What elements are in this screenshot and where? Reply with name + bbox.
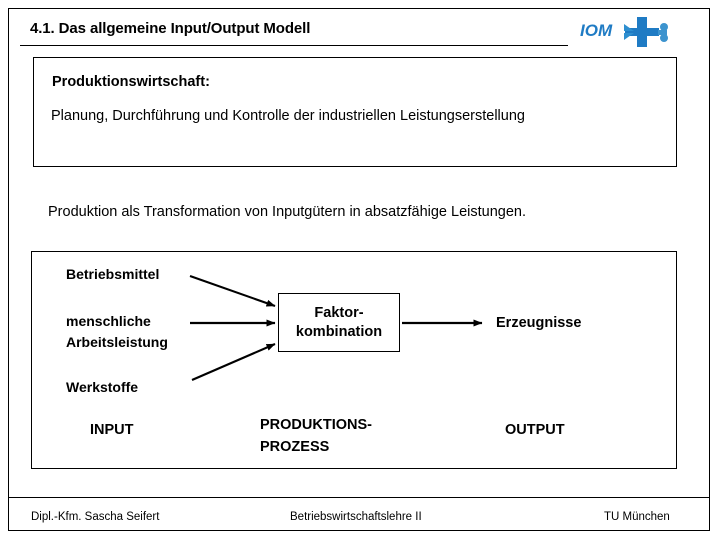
footer-course: Betriebswirtschaftslehre II (290, 511, 422, 523)
footer-organization: TU München (604, 511, 670, 523)
stage-process-line1: PRODUKTIONS- (260, 417, 372, 433)
cross-icon-dot-lower (660, 34, 668, 42)
process-box-line1: Faktor- (314, 304, 364, 321)
arrow-werkstoffe (191, 343, 276, 381)
cross-icon-wing-left (624, 24, 634, 31)
cross-icon-dot-upper (660, 23, 668, 31)
footer-author: Dipl.-Kfm. Sascha Seifert (31, 511, 160, 523)
definition-body: Planung, Durchführung und Kontrolle der … (51, 108, 525, 124)
slide-frame (8, 8, 710, 531)
iom-logo: IOM (580, 16, 684, 50)
stage-label-process: PRODUKTIONS- PROZESS (260, 414, 440, 458)
diagram-label-werkstoffe: Werkstoffe (66, 379, 139, 395)
definition-box: Produktionswirtschaft: Planung, Durchfüh… (33, 57, 677, 167)
diagram-label-menschliche: menschliche (66, 313, 151, 329)
process-box-faktorkombination: Faktor- kombination (278, 293, 400, 352)
cross-icon-wing-left-lower (624, 33, 634, 40)
logo-wordmark: IOM (580, 21, 613, 40)
cross-icon-horizontal (625, 28, 659, 36)
iom-logo-svg: IOM (580, 17, 668, 47)
page-title: 4.1. Das allgemeine Input/Output Modell (30, 20, 311, 37)
stage-label-input: INPUT (90, 422, 134, 438)
intro-paragraph: Produktion als Transformation von Inputg… (48, 204, 526, 220)
diagram-label-erzeugnisse: Erzeugnisse (496, 315, 582, 331)
footer-divider (9, 497, 710, 498)
stage-label-output: OUTPUT (505, 422, 565, 438)
arrow-betriebsmittel (189, 275, 276, 307)
definition-heading: Produktionswirtschaft: (52, 74, 210, 90)
title-divider (20, 45, 568, 46)
io-model-diagram: Betriebsmittel menschliche Arbeitsleistu… (31, 251, 677, 469)
diagram-label-betriebsmittel: Betriebsmittel (66, 266, 160, 282)
diagram-label-arbeitsleistung: Arbeitsleistung (66, 334, 168, 350)
stage-process-line2: PROZESS (260, 439, 330, 455)
cross-icon-stub (658, 30, 667, 35)
process-box-line2: kombination (295, 323, 383, 340)
diagram-arrows (189, 275, 483, 381)
